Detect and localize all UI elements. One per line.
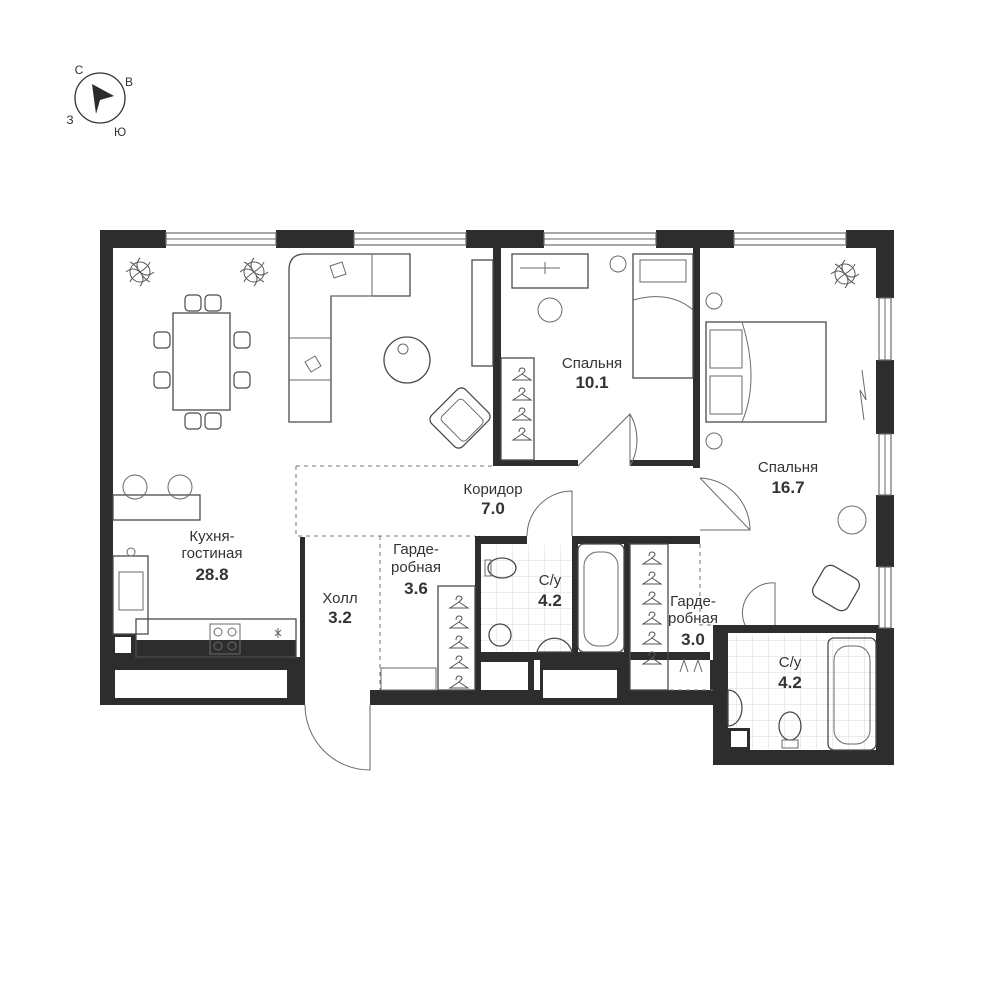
kitchen-living-area: 28.8	[195, 565, 228, 584]
washing-machine-icon	[488, 623, 512, 647]
desk-icon	[511, 253, 589, 289]
bathroom-center-floor	[480, 545, 575, 653]
sink-icon	[118, 571, 144, 611]
coffee-table-icon	[383, 336, 431, 384]
bedroom-large-name: Спальня	[758, 459, 818, 476]
shoe-shelf-icon	[380, 667, 437, 691]
bathtub-icon	[827, 637, 877, 751]
bathroom-right-name: С/у	[779, 654, 802, 671]
plant-icon	[125, 257, 155, 287]
bathroom-right-floor	[728, 635, 876, 749]
lamp-icon	[705, 292, 723, 310]
double-bed-icon	[705, 321, 827, 423]
lamp-icon	[705, 432, 723, 450]
kitchen-living-name-1: Кухня-	[189, 528, 234, 545]
hall-name: Холл	[322, 590, 357, 607]
kitchen-island-icon	[112, 494, 201, 521]
wardrobe-left-name-1: Гарде-	[393, 541, 439, 558]
compass-arrow-icon	[92, 84, 114, 114]
bedroom-large-furniture	[705, 259, 867, 612]
bathroom-center-name: С/у	[539, 572, 562, 589]
stove-icon	[209, 623, 241, 655]
wardrobe-right-furniture	[629, 543, 703, 691]
wardrobe-right-name-2: робная	[668, 610, 718, 627]
desk-chair-icon	[537, 297, 563, 323]
wardrobe-left-name-2: робная	[391, 559, 441, 576]
tv-icon	[859, 369, 867, 421]
bathroom-center-fixtures	[484, 543, 625, 653]
room-labels: Кухня- гостиная 28.8 Спальня 10.1 Спальн…	[182, 355, 819, 692]
compass: С В Ю З	[66, 63, 133, 139]
wardrobe-left-furniture	[380, 585, 476, 691]
tv-stand-icon	[471, 259, 494, 367]
wardrobe-right-name-1: Гарде-	[670, 593, 716, 610]
doors	[304, 413, 776, 771]
wardrobe-icon	[437, 585, 476, 691]
compass-south: Ю	[114, 125, 126, 139]
hall-area: 3.2	[328, 608, 352, 627]
compass-north: С	[75, 63, 84, 77]
bathroom-right-area: 4.2	[778, 673, 802, 692]
lamp-icon	[609, 255, 627, 273]
corridor-area: 7.0	[481, 499, 505, 518]
kitchen-counter-icon	[135, 618, 297, 658]
star-icon	[274, 628, 282, 638]
wardrobe-left-area: 3.6	[404, 579, 428, 598]
bedroom-small-furniture	[500, 253, 694, 461]
bathtub-icon	[577, 543, 625, 653]
walls	[100, 230, 894, 765]
side-table-icon	[837, 505, 867, 535]
bathroom-right-fixtures	[727, 637, 877, 751]
bedroom-small-area: 10.1	[575, 373, 608, 392]
windows	[165, 232, 892, 629]
wardrobe-right-area: 3.0	[681, 630, 705, 649]
wardrobe-icon	[500, 357, 535, 461]
bedroom-large-area: 16.7	[771, 478, 804, 497]
corridor-name: Коридор	[463, 481, 522, 498]
bathroom-center-area: 4.2	[538, 591, 562, 610]
sink-icon	[727, 689, 743, 727]
compass-ring	[74, 72, 126, 124]
compass-west: З	[66, 113, 73, 127]
armchair-icon	[811, 564, 861, 612]
kitchen-living-name-2: гостиная	[182, 545, 243, 562]
armchair-icon	[429, 387, 491, 449]
plant-icon	[239, 257, 269, 287]
compass-east: В	[125, 75, 133, 89]
dining-table-icon	[172, 312, 231, 411]
bedroom-small-name: Спальня	[562, 355, 622, 372]
plant-icon	[830, 259, 860, 289]
wardrobe-icon	[629, 543, 669, 691]
sink-icon	[536, 637, 573, 653]
single-bed-icon	[632, 253, 694, 379]
toilet-icon	[487, 557, 517, 579]
zone-boundaries	[295, 465, 713, 691]
kitchen-living-furniture	[112, 253, 494, 658]
